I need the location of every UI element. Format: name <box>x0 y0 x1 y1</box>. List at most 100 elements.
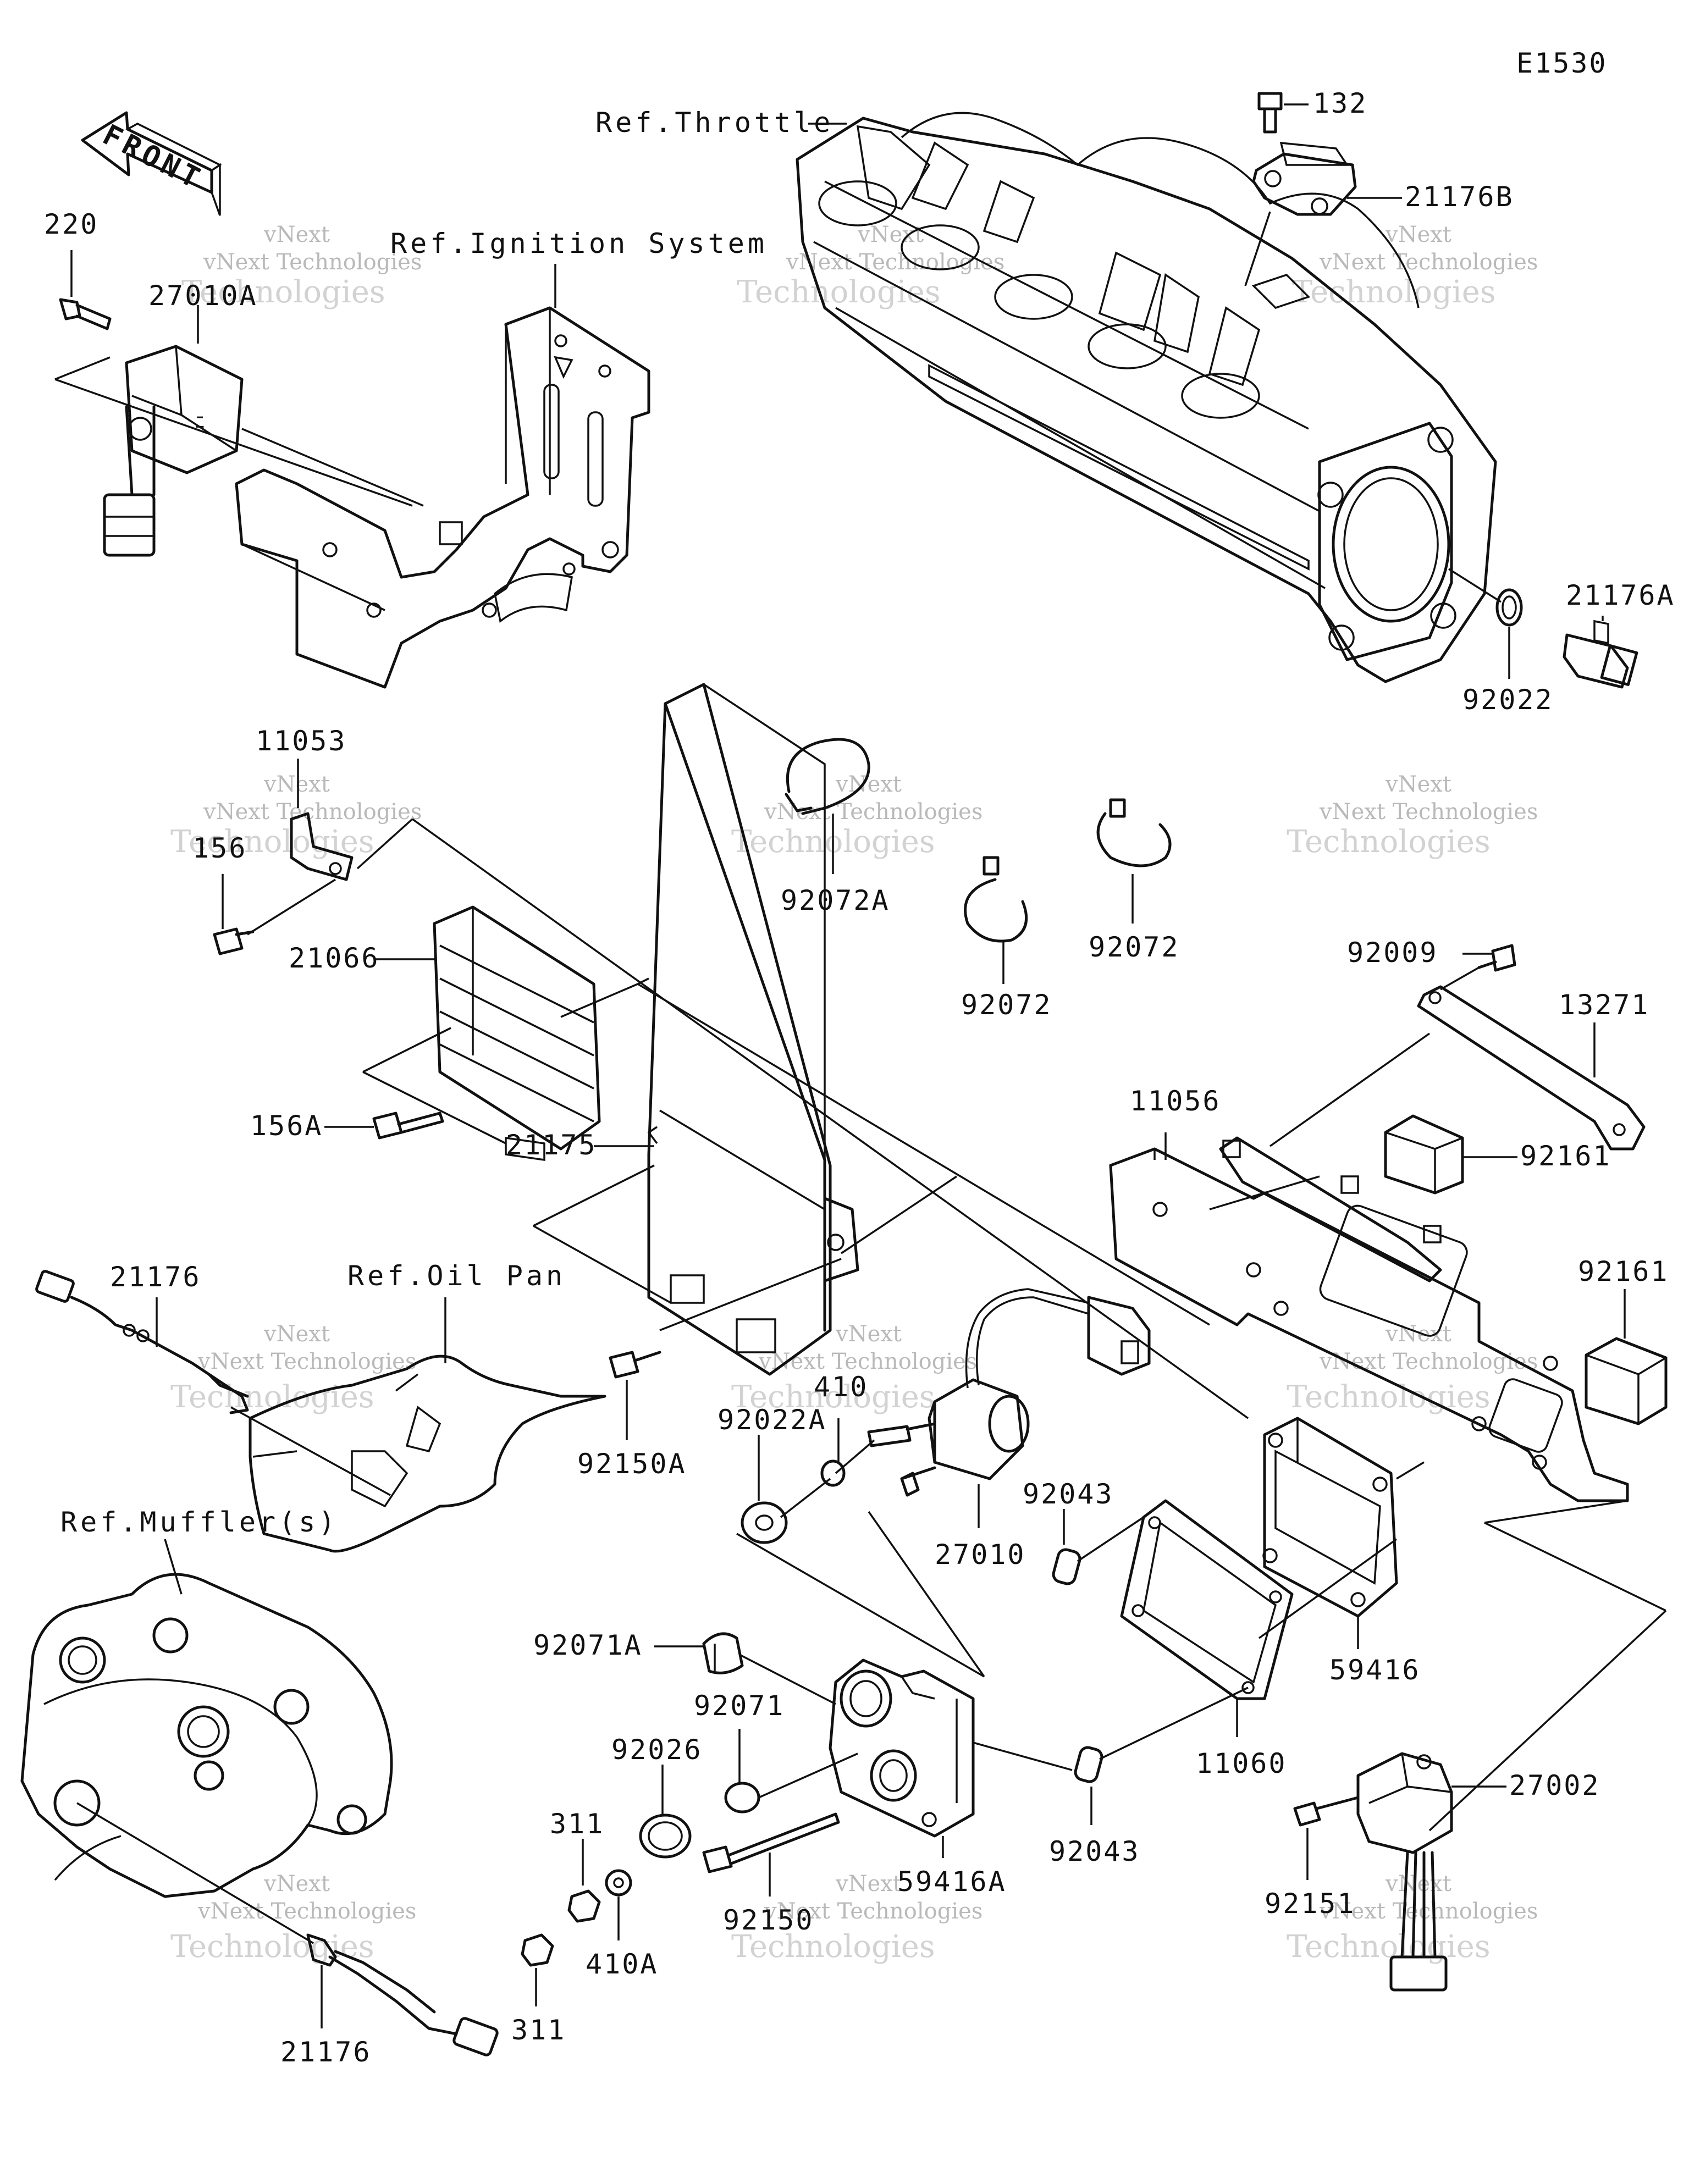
part-label-92071A: 92071A <box>533 1629 643 1661</box>
part-label-92151: 92151 <box>1265 1888 1356 1920</box>
bolt-156A <box>372 1112 444 1140</box>
sensor-21176-upper <box>35 1270 249 1414</box>
watermark-5: vNext vNext Technologies Technologies <box>731 772 983 860</box>
watermark-text: vNext <box>263 222 330 247</box>
bolt-92150A <box>609 1351 661 1379</box>
washer-92022A <box>741 1501 788 1544</box>
part-label-21176A: 21176A <box>1566 579 1675 611</box>
gasket-11060 <box>1120 1499 1294 1700</box>
watermark-2: vNext vNext Technologies Technologies <box>737 222 1004 310</box>
watermark-text: vNext Technologies <box>764 799 983 825</box>
bolt-92150 <box>702 1812 840 1873</box>
watermark-text: vNext Technologies <box>197 1899 416 1924</box>
part-label-92072-left: 92072 <box>961 989 1052 1021</box>
part-label-13271: 13271 <box>1559 989 1650 1021</box>
watermark-text: vNext Technologies <box>758 1349 977 1374</box>
watermark-text: Technologies <box>1287 824 1491 860</box>
plug-92071A <box>702 1632 744 1674</box>
ref-mufflers: Ref.Muffler(s) <box>60 1506 338 1538</box>
watermark-text: Technologies <box>181 274 385 310</box>
part-label-410: 410 <box>814 1371 868 1403</box>
clamp-92072-left <box>964 856 1028 943</box>
part-label-92026: 92026 <box>611 1734 703 1766</box>
diagram-code: E1530 <box>1516 47 1608 79</box>
bolt-220 <box>59 298 112 330</box>
watermarks: vNext vNext Technologies Technologies vN… <box>170 222 1538 1965</box>
muffler-assembly <box>20 1573 393 1898</box>
watermark-text: vNext Technologies <box>1319 799 1538 825</box>
part-label-21175: 21175 <box>506 1129 597 1161</box>
dowel-92043-bottom <box>1074 1746 1103 1783</box>
watermark-text: vNext Technologies <box>203 799 422 825</box>
watermark-text: vNext Technologies <box>203 250 422 275</box>
bolt-156 <box>213 927 255 955</box>
ref-ignition-system: Ref.Ignition System <box>390 228 768 259</box>
plate-upper <box>1219 1136 1442 1282</box>
part-label-311-bottom: 311 <box>511 2014 566 2046</box>
watermark-text: vNext <box>263 772 330 797</box>
screw-92009 <box>1477 944 1516 972</box>
regulator-21066 <box>433 905 601 1162</box>
oil-pan <box>249 1354 606 1553</box>
relay-27010A: ﾆ <box>103 345 244 557</box>
part-label-220: 220 <box>44 208 98 240</box>
dowel-92043-top <box>1052 1548 1081 1585</box>
watermark-text: vNext Technologies <box>786 250 1004 275</box>
part-label-92161-mid: 92161 <box>1578 1256 1669 1287</box>
pad-92161-top <box>1384 1114 1464 1195</box>
bolt-92151 <box>1293 1796 1360 1827</box>
watermark-text: vNext <box>835 1322 902 1347</box>
washer-92022 <box>1495 588 1523 627</box>
watermark-12: vNext vNext Technologies Technologies <box>1287 1871 1538 1965</box>
part-label-410A: 410A <box>586 1948 658 1980</box>
component-27002 <box>1356 1752 1453 1992</box>
part-label-92009: 92009 <box>1347 937 1438 969</box>
part-label-21176-lower: 21176 <box>280 2036 372 2068</box>
part-label-11053: 11053 <box>256 725 347 757</box>
part-label-311-top: 311 <box>550 1808 604 1840</box>
pad-92161-mid <box>1585 1337 1668 1425</box>
ecu-21175 <box>647 683 859 1376</box>
part-label-92161-top: 92161 <box>1520 1140 1611 1172</box>
watermark-text: vNext <box>263 1322 330 1347</box>
mounting-plate-11056 <box>1109 1147 1629 1502</box>
ref-oil-pan: Ref.Oil Pan <box>347 1260 566 1292</box>
bolt-132 <box>1257 92 1283 134</box>
watermark-text: vNext Technologies <box>197 1349 416 1374</box>
watermark-11: vNext vNext Technologies Technologies <box>731 1871 983 1965</box>
relay-marking-icon: ﾆ <box>195 412 205 434</box>
nut-311-bottom <box>521 1933 554 1967</box>
part-label-21066: 21066 <box>289 942 380 974</box>
sensor-21176A <box>1563 620 1638 689</box>
watermark-8: vNext vNext Technologies Technologies <box>731 1322 977 1415</box>
part-label-21176B: 21176B <box>1405 181 1514 213</box>
watermark-text: vNext Technologies <box>1319 250 1538 275</box>
watermark-text: vNext <box>1385 222 1451 247</box>
part-label-92150A: 92150A <box>577 1448 687 1480</box>
nut-311-top <box>567 1889 601 1923</box>
bracket-13271 <box>1417 985 1646 1151</box>
part-label-92043-top: 92043 <box>1023 1478 1114 1510</box>
watermark-10: vNext vNext Technologies Technologies <box>170 1871 416 1965</box>
watermark-text: Technologies <box>1292 274 1496 310</box>
front-arrow-icon: FRONT <box>81 111 222 216</box>
clamp-92072-right <box>1096 798 1172 867</box>
bracket-11053 <box>290 812 354 881</box>
part-label-27002: 27002 <box>1509 1770 1600 1801</box>
part-label-156: 156 <box>192 832 247 864</box>
part-label-92071: 92071 <box>694 1690 785 1722</box>
front-label: FRONT <box>97 118 208 197</box>
part-label-59416A: 59416A <box>897 1866 1007 1898</box>
part-label-156A: 156A <box>250 1110 323 1142</box>
part-label-132: 132 <box>1313 87 1367 119</box>
throttle-body-assembly <box>796 112 1497 683</box>
sensor-21176B <box>1252 142 1357 216</box>
part-label-92022: 92022 <box>1462 684 1554 716</box>
housing-59416A <box>829 1658 975 1838</box>
watermark-text: vNext <box>263 1871 330 1897</box>
watermark-text: Technologies <box>1287 1929 1491 1965</box>
watermark-text: vNext Technologies <box>1319 1349 1538 1374</box>
part-label-59416: 59416 <box>1329 1654 1421 1686</box>
washer-410 <box>820 1459 846 1487</box>
